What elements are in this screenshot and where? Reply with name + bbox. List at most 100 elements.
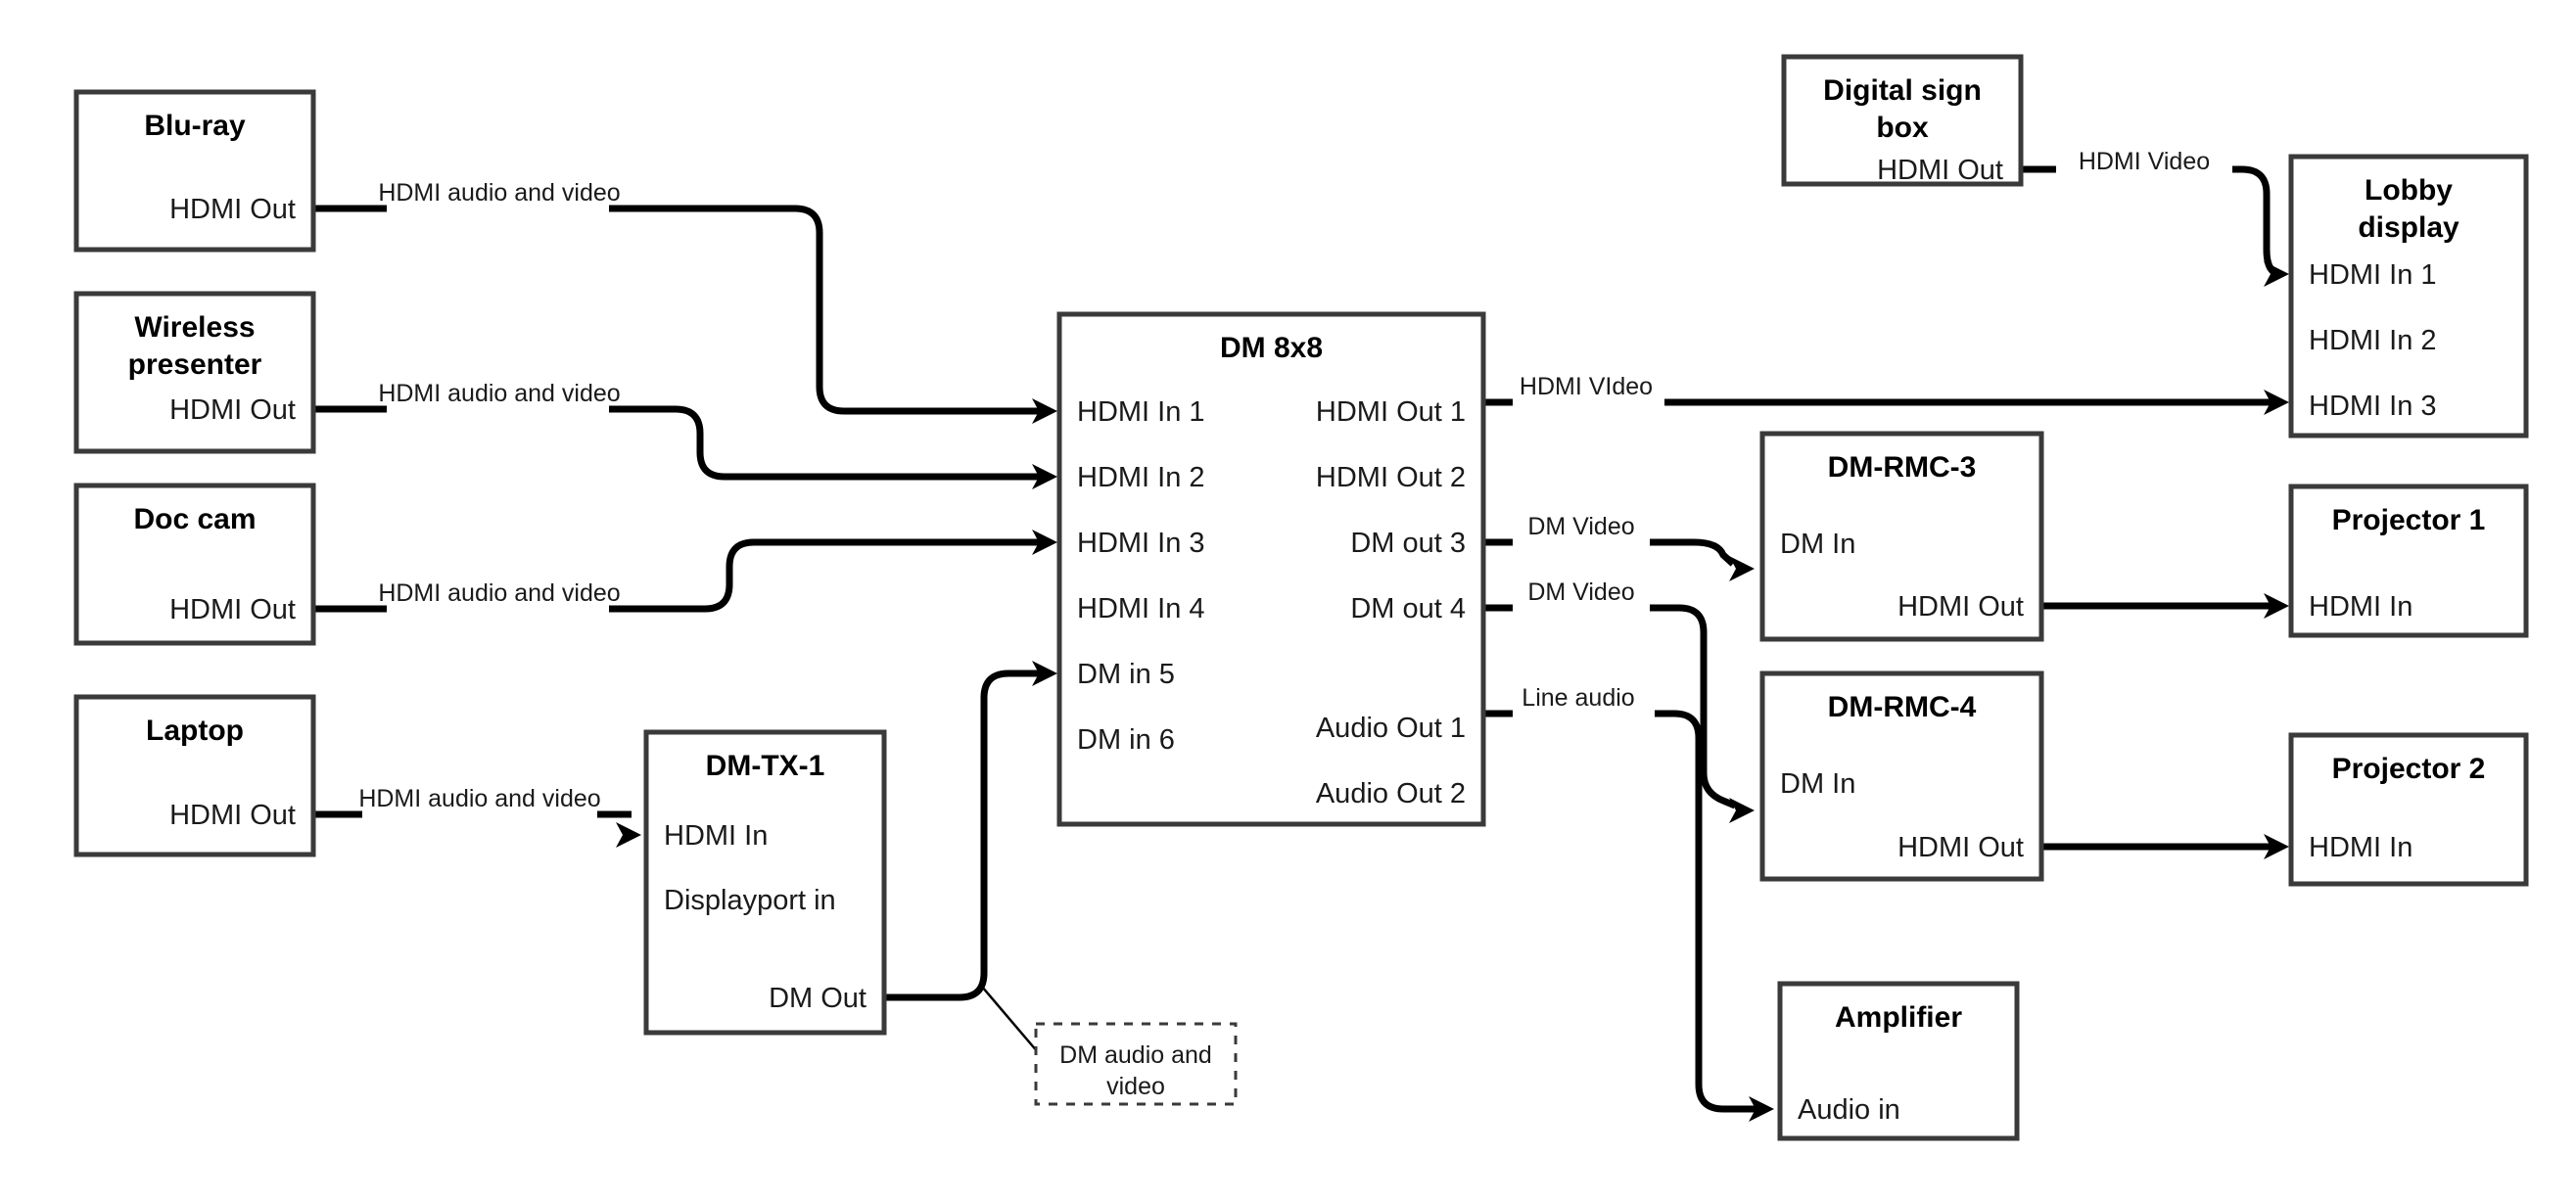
port-label-hdmi-in: HDMI In	[2309, 591, 2412, 623]
port-label-dm-in: DM In	[1780, 529, 1855, 560]
port-label-hdmi-in: HDMI In	[664, 820, 768, 852]
port-label-audio-in: Audio in	[1798, 1094, 1900, 1126]
port-label-dm-in-5: DM in 5	[1077, 659, 1175, 690]
arrowhead	[1032, 661, 1057, 686]
node-proj1[interactable]: Projector 1 HDMI In	[2288, 484, 2529, 638]
node-box[interactable]	[73, 291, 316, 454]
node-title: Projector 1	[2332, 504, 2486, 536]
node-box[interactable]	[1056, 311, 1486, 827]
port-label-hdmi-out: HDMI Out	[169, 594, 296, 625]
node-box[interactable]	[2288, 154, 2529, 439]
node-box[interactable]	[1759, 431, 2044, 642]
node-title: Laptop	[146, 715, 244, 747]
port-label-dm-out-3: DM out 3	[1350, 528, 1466, 559]
node-title: Wireless	[134, 311, 255, 344]
node-box[interactable]	[1781, 54, 2024, 187]
arrowhead	[2264, 593, 2289, 619]
arrowhead	[2264, 261, 2289, 287]
link-wire	[313, 405, 1048, 481]
link-laptop-to-tx: HDMI audio and video	[313, 785, 641, 848]
port-label-dm-out-4: DM out 4	[1350, 593, 1466, 624]
port-label-hdmi-out: HDMI Out	[169, 394, 296, 426]
node-title: Blu-ray	[144, 110, 246, 142]
callout-leader-line	[981, 986, 1039, 1053]
node-title: Projector 2	[2332, 753, 2486, 785]
link-label: HDMI audio and video	[358, 785, 600, 812]
arrowhead	[2264, 390, 2289, 415]
port-label-hdmi-out: HDMI Out	[169, 800, 296, 831]
link-wire	[313, 205, 1048, 415]
arrowhead	[1032, 530, 1057, 555]
node-title: box	[1876, 112, 1929, 144]
link-wireless-to-in2: HDMI audio and video	[313, 380, 1057, 489]
port-label-hdmi-in-2: HDMI In 2	[2309, 325, 2437, 356]
node-title: DM-TX-1	[706, 750, 825, 782]
arrowhead	[616, 822, 641, 848]
port-label-hdmi-in-3: HDMI In 3	[2309, 391, 2437, 422]
link-label: HDMI VIdeo	[1520, 373, 1653, 400]
node-rmc4[interactable]: DM-RMC-4 DM In HDMI Out	[1759, 670, 2044, 882]
port-label-hdmi-in-1: HDMI In 1	[2309, 259, 2437, 291]
port-label-hdmi-in-2: HDMI In 2	[1077, 462, 1205, 493]
arrowhead	[2264, 834, 2289, 859]
callout-text: DM audio and	[1059, 1041, 1212, 1069]
node-box[interactable]	[73, 483, 316, 646]
port-label-hdmi-out: HDMI Out	[1897, 832, 2024, 863]
node-title: Doc cam	[133, 503, 256, 535]
link-tx-to-dmin5	[884, 661, 1057, 1001]
arrowhead	[1749, 1096, 1774, 1122]
port-label-displayport-in: Displayport in	[664, 885, 836, 916]
link-signbox-to-lobby1: HDMI Video	[2021, 148, 2289, 287]
port-label-dm-in-6: DM in 6	[1077, 724, 1175, 756]
node-title: Digital sign	[1823, 74, 1982, 107]
node-box[interactable]	[2288, 732, 2529, 887]
port-label-hdmi-out: HDMI Out	[1877, 155, 2003, 186]
port-label-hdmi-out-1: HDMI Out 1	[1316, 396, 1466, 428]
node-title: DM-RMC-4	[1828, 691, 1977, 723]
port-label-hdmi-in-1: HDMI In 1	[1077, 396, 1205, 428]
link-label: HDMI audio and video	[378, 380, 620, 407]
link-wire	[884, 670, 1048, 1001]
arrowhead	[1032, 398, 1057, 424]
node-box[interactable]	[1759, 670, 2044, 882]
node-box[interactable]	[73, 694, 316, 857]
node-rmc3[interactable]: DM-RMC-3 DM In HDMI Out	[1759, 431, 2044, 642]
node-title: display	[2358, 211, 2459, 244]
node-box[interactable]	[73, 89, 316, 253]
link-label: HDMI Video	[2079, 148, 2210, 175]
arrowhead	[1729, 556, 1755, 581]
node-box[interactable]	[643, 729, 887, 1036]
link-doccam-to-in3: HDMI audio and video	[313, 530, 1057, 613]
port-label-dm-out: DM Out	[769, 983, 866, 1014]
arrowhead	[1729, 798, 1755, 823]
port-label-hdmi-out: HDMI Out	[169, 194, 296, 225]
link-rmc4-to-proj2	[2041, 834, 2289, 859]
link-wire	[1483, 604, 1737, 809]
node-title: DM-RMC-3	[1828, 451, 1977, 484]
link-out3-to-rmc3: DM Video	[1483, 513, 1755, 581]
port-label-dm-in: DM In	[1780, 768, 1855, 800]
link-label: HDMI audio and video	[378, 579, 620, 607]
arrowhead	[1032, 464, 1057, 489]
link-audio1-to-amp: Line audio	[1483, 684, 1774, 1122]
node-box[interactable]	[1777, 981, 2020, 1141]
port-label-audio-out-1: Audio Out 1	[1316, 713, 1466, 744]
node-title: presenter	[128, 348, 262, 381]
port-label-hdmi-out: HDMI Out	[1897, 591, 2024, 623]
node-box[interactable]	[2288, 484, 2529, 638]
